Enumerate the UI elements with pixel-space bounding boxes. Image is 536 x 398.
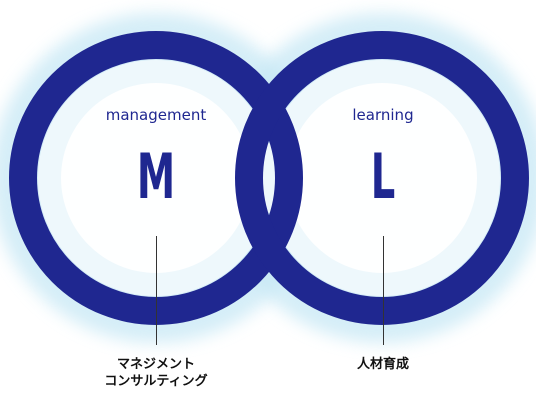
right-word: learning — [352, 106, 414, 124]
right-ring — [235, 31, 529, 325]
left-caption: マネジメント コンサルティング — [86, 356, 226, 390]
left-letter: M — [136, 140, 176, 213]
left-word: management — [105, 106, 207, 124]
left-caption-line-2: コンサルティング — [104, 374, 208, 389]
left-caption-line-1: マネジメント — [116, 357, 195, 372]
right-caption-line-1: 人材育成 — [356, 357, 409, 372]
right-letter: L — [370, 140, 396, 213]
right-caption: 人材育成 — [333, 356, 433, 373]
